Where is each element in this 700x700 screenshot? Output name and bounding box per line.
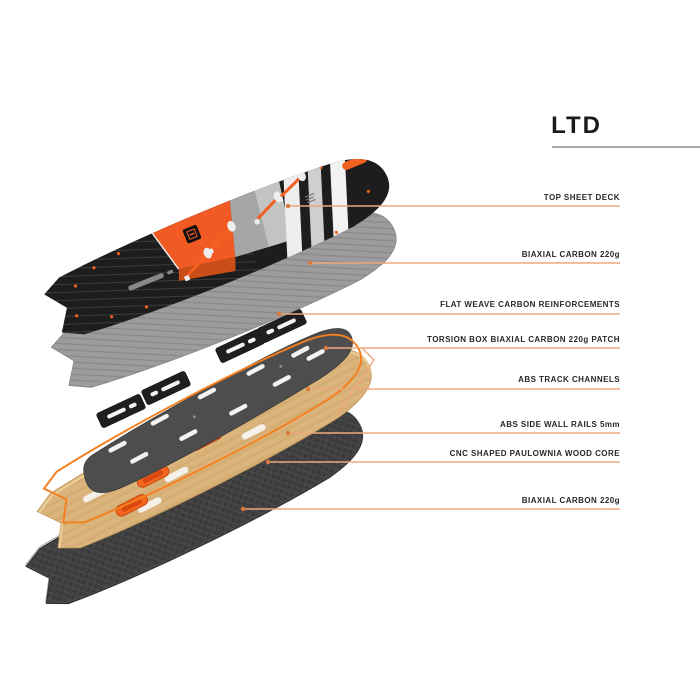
callout-biaxial-carbon-bottom: BIAXIAL CARBON 220g [521, 496, 620, 505]
callout-torsion-box: TORSION BOX BIAXIAL CARBON 220g PATCH [427, 335, 620, 344]
callout-abs-side-wall-rails: ABS SIDE WALL RAILS 5mm [500, 420, 620, 429]
patch-flat-weave-4 [257, 309, 307, 343]
leader-elbow [336, 347, 375, 415]
deck-brand-badge [182, 224, 202, 244]
callout-flat-weave: FLAT WEAVE CARBON REINFORCEMENTS [440, 300, 620, 309]
patch-flat-weave-3 [215, 329, 265, 363]
deck-spec-marks [304, 192, 316, 204]
callout-leaders [243, 205, 620, 510]
page-title: LTD [551, 112, 602, 139]
deck-logo-mark [128, 269, 174, 291]
callout-dots [240, 203, 329, 512]
deck-orange-dots [73, 165, 370, 319]
flat-weave-patches [96, 309, 307, 428]
callout-biaxial-carbon-top: BIAXIAL CARBON 220g [521, 250, 620, 259]
layer-top-sheet-deck [37, 142, 402, 349]
patch-flat-weave-2 [141, 371, 191, 405]
callout-top-sheet-deck: TOP SHEET DECK [543, 193, 620, 202]
deck-insert-strips [184, 170, 306, 282]
patch-flat-weave-1 [96, 394, 146, 428]
callout-abs-track-channels: ABS TRACK CHANNELS [518, 375, 620, 384]
layer-torsion-box-patch [73, 316, 365, 504]
callout-wood-core: CNC SHAPED PAULOWNIA WOOD CORE [449, 449, 620, 458]
